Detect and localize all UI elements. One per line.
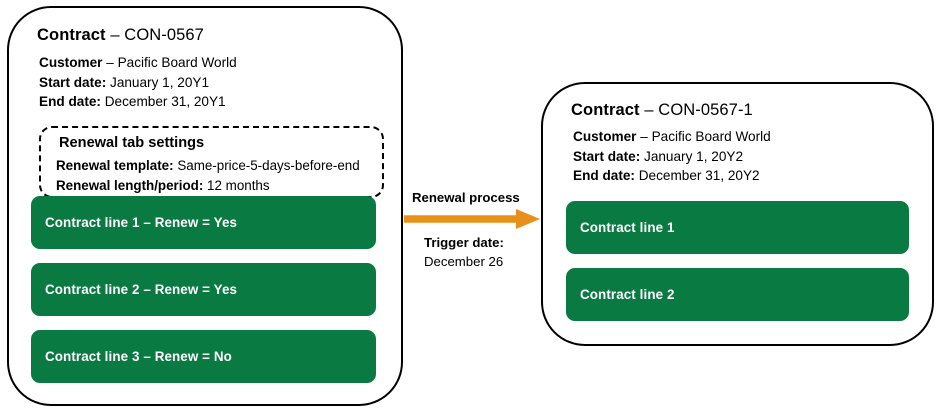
source-contract-line-1: Contract line 1 – Renew = Yes xyxy=(31,196,376,249)
source-meta-end-date-value: December 31, 20Y1 xyxy=(104,94,226,109)
target-meta-customer-label: Customer xyxy=(573,129,637,144)
renewal-process-arrow-icon xyxy=(404,209,540,229)
target-meta-row-end-date: End date: December 31, 20Y2 xyxy=(573,166,771,186)
renewal-length-value: 12 months xyxy=(207,178,270,193)
source-meta-customer-label: Customer xyxy=(39,55,103,70)
renewal-tab-settings-box: Renewal tab settings Renewal template: S… xyxy=(39,126,384,198)
target-contract-line-1: Contract line 1 xyxy=(566,201,909,254)
source-contract-line-2-label: Contract line 2 – Renew = Yes xyxy=(45,282,238,297)
target-contract-line-2-label: Contract line 2 xyxy=(580,287,675,302)
renewal-template-label: Renewal template: xyxy=(56,158,174,173)
source-meta-start-date-label: Start date: xyxy=(39,74,107,90)
source-contract-title-separator: – xyxy=(105,26,125,44)
target-meta-start-date-label: Start date: xyxy=(573,148,641,164)
source-meta-customer-separator: – xyxy=(102,55,118,70)
source-meta-row-end-date: End date: December 31, 20Y1 xyxy=(39,92,237,112)
target-contract-meta: Customer – Pacific Board World Start dat… xyxy=(573,127,771,186)
renewal-template-value: Same-price-5-days-before-end xyxy=(177,158,360,173)
target-meta-end-date-label: End date: xyxy=(573,168,635,183)
source-contract-title-label: Contract xyxy=(37,26,106,44)
renewal-process-label: Renewal process xyxy=(412,190,520,205)
source-contract-line-3: Contract line 3 – Renew = No xyxy=(31,330,376,383)
renewal-settings-rows: Renewal template: Same-price-5-days-befo… xyxy=(56,156,360,196)
target-contract-title-label: Contract xyxy=(571,101,640,119)
target-meta-row-customer: Customer – Pacific Board World xyxy=(573,127,771,147)
trigger-date-block: Trigger date: December 26 xyxy=(424,233,544,271)
source-contract-line-2: Contract line 2 – Renew = Yes xyxy=(31,263,376,316)
source-contract-line-3-label: Contract line 3 – Renew = No xyxy=(45,349,232,364)
source-meta-customer-value: Pacific Board World xyxy=(117,55,237,70)
target-contract-title-separator: – xyxy=(639,101,659,119)
target-contract-line-1-label: Contract line 1 xyxy=(580,220,675,235)
trigger-date-label: Trigger date: xyxy=(424,235,504,250)
trigger-date-value: December 26 xyxy=(424,254,504,269)
source-meta-row-customer: Customer – Pacific Board World xyxy=(39,53,237,73)
renewal-settings-row-length: Renewal length/period: 12 months xyxy=(56,176,360,196)
renewal-length-label: Renewal length/period: xyxy=(56,178,204,193)
target-meta-customer-value: Pacific Board World xyxy=(651,129,771,144)
target-contract-title: Contract – CON-0567-1 xyxy=(571,101,753,120)
renewal-settings-heading: Renewal tab settings xyxy=(59,135,205,151)
source-meta-start-date-value: January 1, 20Y1 xyxy=(110,74,210,90)
source-contract-title-value: CON-0567 xyxy=(124,26,204,44)
source-contract-title: Contract – CON-0567 xyxy=(37,26,204,45)
target-meta-end-date-value: December 31, 20Y2 xyxy=(638,168,760,183)
source-contract-meta: Customer – Pacific Board World Start dat… xyxy=(39,53,237,112)
source-contract-line-1-label: Contract line 1 – Renew = Yes xyxy=(45,215,238,230)
target-contract-title-value: CON-0567-1 xyxy=(658,101,753,119)
target-contract-line-2: Contract line 2 xyxy=(566,268,909,321)
target-meta-start-date-value: January 1, 20Y2 xyxy=(644,148,744,164)
renewal-settings-row-template: Renewal template: Same-price-5-days-befo… xyxy=(56,156,360,176)
source-meta-row-start-date: Start date: January 1, 20Y1 xyxy=(39,73,237,93)
target-meta-row-start-date: Start date: January 1, 20Y2 xyxy=(573,147,771,167)
target-meta-customer-separator: – xyxy=(636,129,652,144)
source-meta-end-date-label: End date: xyxy=(39,94,101,109)
